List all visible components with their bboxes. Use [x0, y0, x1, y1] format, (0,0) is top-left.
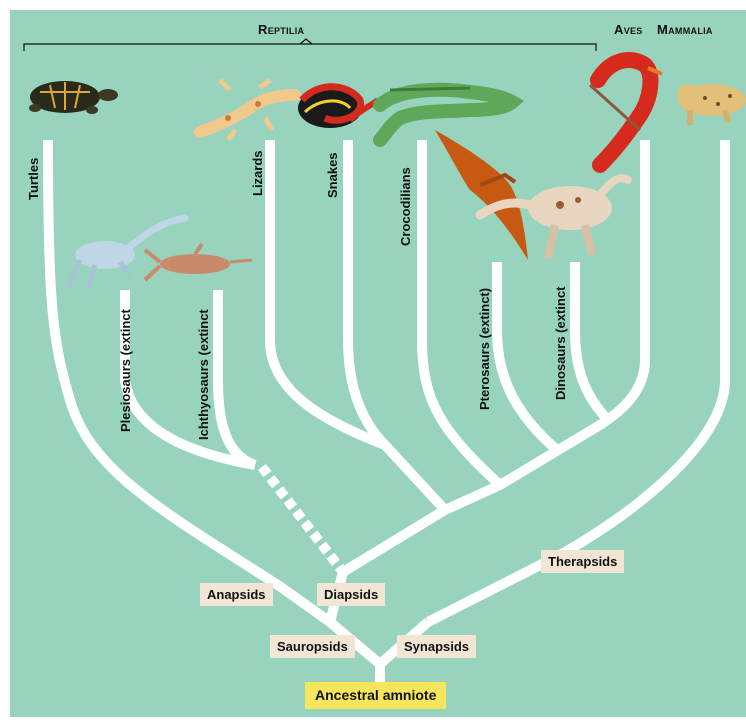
reptilia-bracket [24, 44, 596, 51]
pterosaur-illustration [435, 130, 528, 260]
taxon-crocodilians: Crocodilians [398, 167, 414, 246]
taxon-plesiosaurs: Plesiosaurs (extinct [118, 309, 134, 432]
taxon-lizards: Lizards [250, 150, 266, 196]
branch-marine-uncertain [262, 467, 343, 572]
node-therapsids: Therapsids [541, 550, 624, 573]
node-anapsids: Anapsids [200, 583, 273, 606]
node-sauropsids: Sauropsids [270, 635, 355, 658]
taxon-ichthyosaurs: Ichthyosaurs (extinct [196, 309, 212, 440]
node-ancestral-amniote: Ancestral amniote [305, 682, 446, 709]
branch-plesiosaurs [125, 290, 255, 465]
branch-snakes [348, 140, 385, 445]
plesiosaur-illustration [68, 218, 185, 290]
taxon-dinosaurs: Dinosaurs (extinct [553, 287, 569, 400]
group-reptilia: Reptilia [258, 22, 304, 37]
snake-illustration [298, 87, 378, 128]
node-diapsids: Diapsids [317, 583, 385, 606]
branch-ichthyosaurs [218, 290, 255, 465]
branch-lepidosaurs [385, 445, 445, 510]
turtle-illustration [29, 81, 118, 114]
reptilia-bracket-notch [300, 39, 312, 44]
taxon-turtles: Turtles [26, 158, 42, 200]
taxon-snakes: Snakes [325, 152, 341, 198]
gecko-illustration [200, 80, 295, 140]
group-mammalia: Mammalia [657, 22, 713, 37]
ichthyosaur-illustration [145, 244, 252, 280]
branch-turtles [48, 140, 278, 585]
taxon-pterosaurs: Pterosaurs (extinct) [477, 288, 493, 410]
bobcat-illustration [677, 84, 746, 125]
group-aves: Aves [614, 22, 643, 37]
node-synapsids: Synapsids [397, 635, 476, 658]
branch-pterosaurs [497, 262, 557, 450]
crocodile-illustration [380, 88, 512, 140]
branch-dinosaurs [575, 262, 607, 419]
cardinal-illustration [590, 60, 662, 165]
